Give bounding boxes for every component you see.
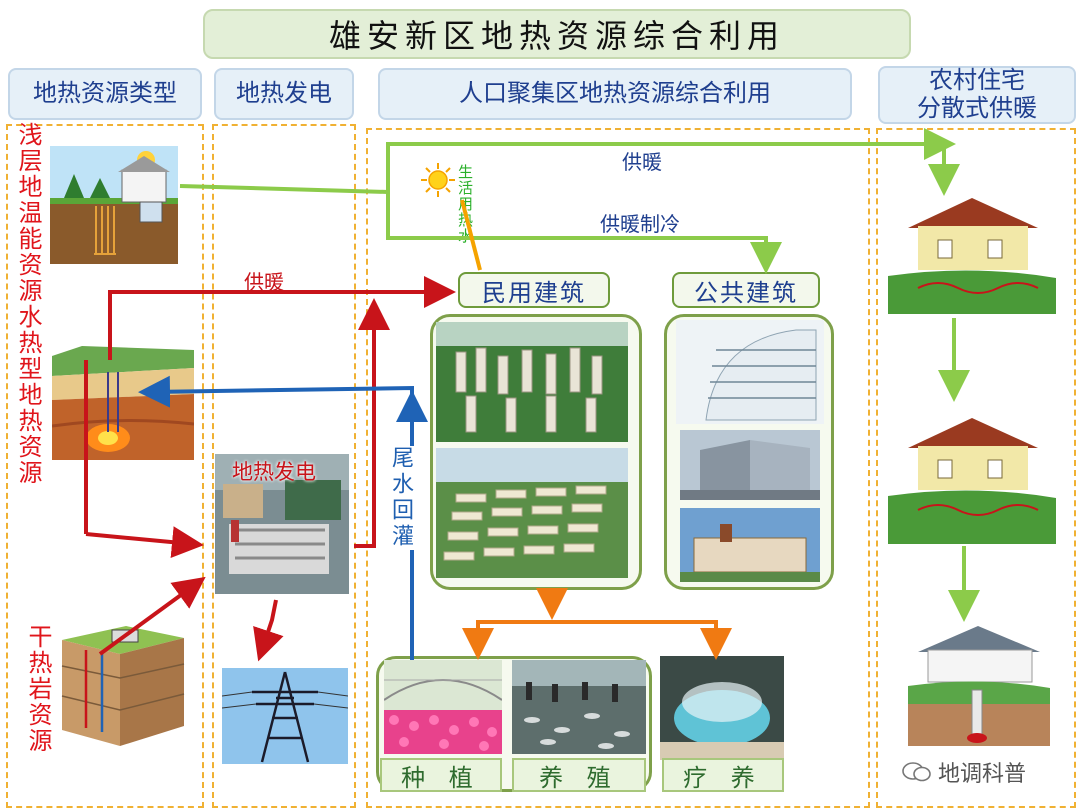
header-rural-line2: 分散式供暖 [917, 94, 1037, 122]
label-heating-cooling: 供暖制冷 [600, 212, 680, 236]
spa-image [660, 656, 784, 760]
label-hydrothermal: 水热型地热资源 [14, 304, 42, 486]
hot-dry-rock-image [56, 616, 190, 750]
column-frame-power [212, 124, 356, 808]
residential-aerial-image-2 [436, 448, 628, 578]
planting-label: 种 植 [380, 758, 502, 792]
residential-aerial-image-1 [436, 322, 628, 442]
public-building-image-3 [680, 508, 820, 582]
header-rural-heating: 农村住宅 分散式供暖 [878, 66, 1076, 124]
column-frame-types [6, 124, 204, 808]
rural-house-image-1 [888, 168, 1056, 314]
label-heating-top: 供暖 [622, 150, 662, 174]
header-urban-utilization: 人口聚集区地热资源综合利用 [378, 68, 852, 120]
rural-house-image-3 [908, 606, 1050, 746]
sun-icon [420, 162, 456, 198]
fish-farming-image [512, 660, 646, 754]
watermark: 地调科普 [902, 756, 1026, 788]
reinjection-label: 尾水回灌 [384, 446, 416, 550]
chat-bubble-icon [902, 761, 932, 783]
transmission-tower-image [222, 668, 348, 764]
public-building-image-1 [676, 320, 824, 424]
rural-house-image-2 [888, 384, 1056, 544]
label-shallow-and-hydro: 浅层地温能资源水热型地热资源 [14, 122, 42, 542]
label-heating-red: 供暖 [244, 270, 284, 294]
power-plant-image [215, 454, 349, 594]
power-plant-label: 地热发电 [232, 460, 316, 484]
label-hot-dry-rock: 干热岩资源 [24, 624, 52, 754]
column-frame-urban [366, 128, 870, 808]
residential-buildings-label: 民用建筑 [458, 272, 610, 308]
label-shallow: 浅层地温能资源 [14, 122, 42, 304]
spa-label: 疗 养 [662, 758, 784, 792]
shallow-geothermal-image [50, 146, 178, 264]
header-rural-line1: 农村住宅 [929, 66, 1025, 95]
diagram-title: 雄安新区地热资源综合利用 [203, 9, 911, 59]
breeding-label: 养 殖 [512, 758, 646, 792]
public-building-image-2 [680, 430, 820, 500]
header-geothermal-power: 地热发电 [214, 68, 354, 120]
header-resource-types: 地热资源类型 [8, 68, 202, 120]
greenhouse-image [384, 660, 502, 754]
watermark-text: 地调科普 [938, 762, 1027, 787]
public-buildings-label: 公共建筑 [672, 272, 820, 308]
column-frame-rural [876, 128, 1076, 808]
